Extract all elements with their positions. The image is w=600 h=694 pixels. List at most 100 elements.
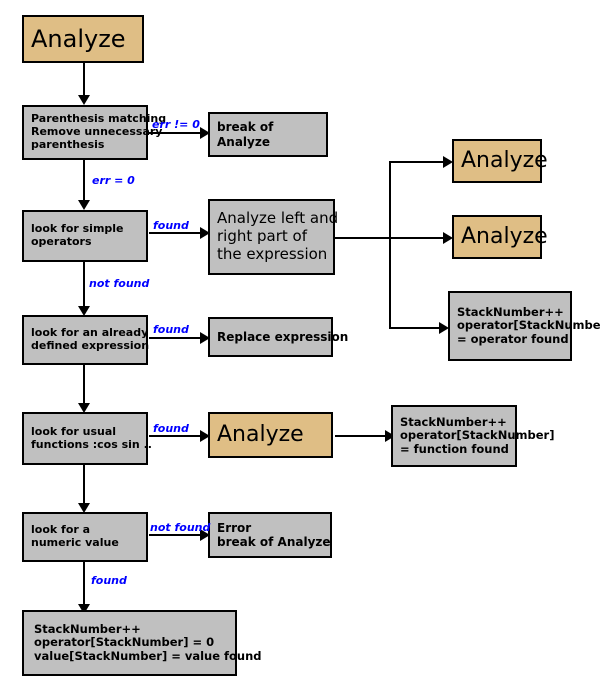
node-stack-value-found-text: StackNumber++ operator[StackNumber] = 0 … [24,621,262,664]
node-simple-operators[interactable]: look for simple operators [22,204,154,262]
node-already-defined-line2: defined expression [31,339,150,352]
edge-label-not-found-2: not found [150,521,211,534]
node-analyze-left-right-line1: Analyze left and [217,209,339,228]
arrowhead-analyze-call-1 [443,156,453,168]
connector-simple-to-analyze-lr [149,232,203,234]
node-analyze-call-2-text: Analyze [454,224,548,250]
edge-label-found-4: found [91,574,127,587]
node-usual-functions[interactable]: look for usual functions :cos sin .. [22,406,154,465]
connector-analyze-lr-to-bus [335,237,391,239]
node-start-analyze[interactable]: Analyze [22,9,150,63]
node-stack-value-found[interactable]: StackNumber++ operator[StackNumber] = 0 … [22,604,262,676]
node-break-analyze-line1: break of [217,120,274,135]
node-replace-expression[interactable]: Replace expression [208,311,349,357]
node-simple-operators-line1: look for simple [31,222,124,236]
node-stack-operator-found-line3: = operator found [457,331,569,346]
node-analyze-call-3[interactable]: Analyze [208,406,339,458]
edge-label-found-3: found [153,422,189,435]
connector-parenthesis-to-simple [83,160,85,204]
node-analyze-call-3-label: Analyze [217,422,304,448]
node-parenthesis-text: Parenthesis matching Remove unnecessary … [24,112,167,152]
node-break-analyze-line2: Analyze [217,134,270,149]
arrowhead-parenthesis [78,95,90,105]
node-usual-functions-text: look for usual functions :cos sin .. [24,424,152,452]
arrowhead-usual-functions [78,403,90,413]
arrowhead-stack-operator-found [439,322,449,334]
node-stack-operator-found-line2: operator[StackNumber] [457,318,600,333]
arrowhead-analyze-left-right [200,227,210,239]
node-replace-expression-line1: Replace expression [217,329,349,344]
node-start-analyze-text: Analyze [24,25,142,53]
node-break-analyze-text: break of Analyze [210,120,326,148]
arrowhead-replace-expression [200,332,210,344]
connector-bus-to-analyze-1 [389,161,445,163]
node-numeric-value-line1: look for a [31,523,91,537]
arrowhead-numeric-value [78,503,90,513]
node-simple-operators-text: look for simple operators [24,222,146,249]
node-stack-value-found-line1: StackNumber++ [34,621,141,636]
node-analyze-left-right-text: Analyze left and right part of the expre… [210,209,339,263]
node-already-defined[interactable]: look for an already defined expression [22,309,154,365]
arrowhead-simple-operators [78,200,90,210]
node-stack-function-found-line2: operator[StackNumber] [400,428,555,443]
node-stack-function-found-line1: StackNumber++ [400,414,507,429]
node-already-defined-text: look for an already defined expression [24,326,150,353]
connector-numeric-to-error [149,534,203,536]
arrowhead-already-defined [78,306,90,316]
node-stack-operator-found-text: StackNumber++ operator[StackNumber] = op… [450,305,600,347]
connector-already-defined-to-functions [83,365,85,407]
node-usual-functions-line1: look for usual [31,424,117,438]
node-already-defined-line1: look for an already [31,326,149,340]
node-stack-value-found-line3: value[StackNumber] = value found [34,648,262,663]
node-simple-operators-line2: operators [31,235,92,248]
arrowhead-break-analyze [200,127,210,139]
connector-numeric-to-stack-value [83,562,85,608]
node-break-analyze[interactable]: break of Analyze [208,106,334,157]
node-numeric-value-line2: numeric value [31,536,119,549]
node-error-break[interactable]: Error break of Analyze [208,506,338,558]
node-error-break-text: Error break of Analyze [210,521,331,549]
node-stack-function-found-text: StackNumber++ operator[StackNumber] = fu… [393,414,555,457]
node-parenthesis[interactable]: Parenthesis matching Remove unnecessary … [22,99,167,160]
node-parenthesis-line2: Remove unnecessary [31,125,163,139]
node-replace-expression-text: Replace expression [210,329,349,344]
arrowhead-analyze-call-2 [443,232,453,244]
connector-analyze-3-to-stack-function [335,435,387,437]
node-numeric-value[interactable]: look for a numeric value [22,506,154,562]
node-analyze-left-right[interactable]: Analyze left and right part of the expre… [208,193,341,275]
node-stack-function-found-line3: = function found [400,441,509,456]
edge-label-found-1: found [153,219,189,232]
connector-functions-to-numeric [83,465,85,507]
node-parenthesis-line1: Parenthesis matching [31,112,167,126]
arrowhead-stack-value-found [78,604,90,614]
connector-bus-to-stack-operator [389,327,441,329]
node-start-analyze-label: Analyze [31,24,126,53]
node-analyze-call-2-label: Analyze [461,224,548,250]
node-analyze-call-1-label: Analyze [461,148,548,174]
node-analyze-call-2[interactable]: Analyze [452,209,548,259]
node-error-break-line2: break of Analyze [217,535,331,549]
node-usual-functions-line2: functions :cos sin .. [31,437,152,451]
connector-functions-to-analyze-3 [149,435,203,437]
connector-start-to-parenthesis [83,63,85,97]
edge-label-err-zero: err = 0 [92,174,135,187]
node-analyze-left-right-line2: right part of [217,227,307,246]
node-stack-function-found[interactable]: StackNumber++ operator[StackNumber] = fu… [391,399,555,467]
edge-label-found-2: found [153,323,189,336]
connector-already-defined-to-replace [149,337,203,339]
node-parenthesis-line3: parenthesis [31,137,105,151]
connector-simple-to-already-defined [83,262,85,310]
node-analyze-call-3-text: Analyze [210,422,331,448]
connector-bus-to-analyze-2 [389,237,445,239]
node-analyze-call-1[interactable]: Analyze [452,133,548,183]
arrowhead-stack-function-found [385,430,395,442]
connector-parenthesis-to-break [149,132,203,134]
arrowhead-analyze-call-3 [200,430,210,442]
node-numeric-value-text: look for a numeric value [24,523,146,550]
node-analyze-left-right-line3: the expression [217,244,328,263]
arrowhead-error-break [200,529,210,541]
edge-label-err-not-zero: err != 0 [152,118,200,131]
node-stack-operator-found[interactable]: StackNumber++ operator[StackNumber] = op… [448,285,600,361]
connector-branch-bus [389,161,391,329]
